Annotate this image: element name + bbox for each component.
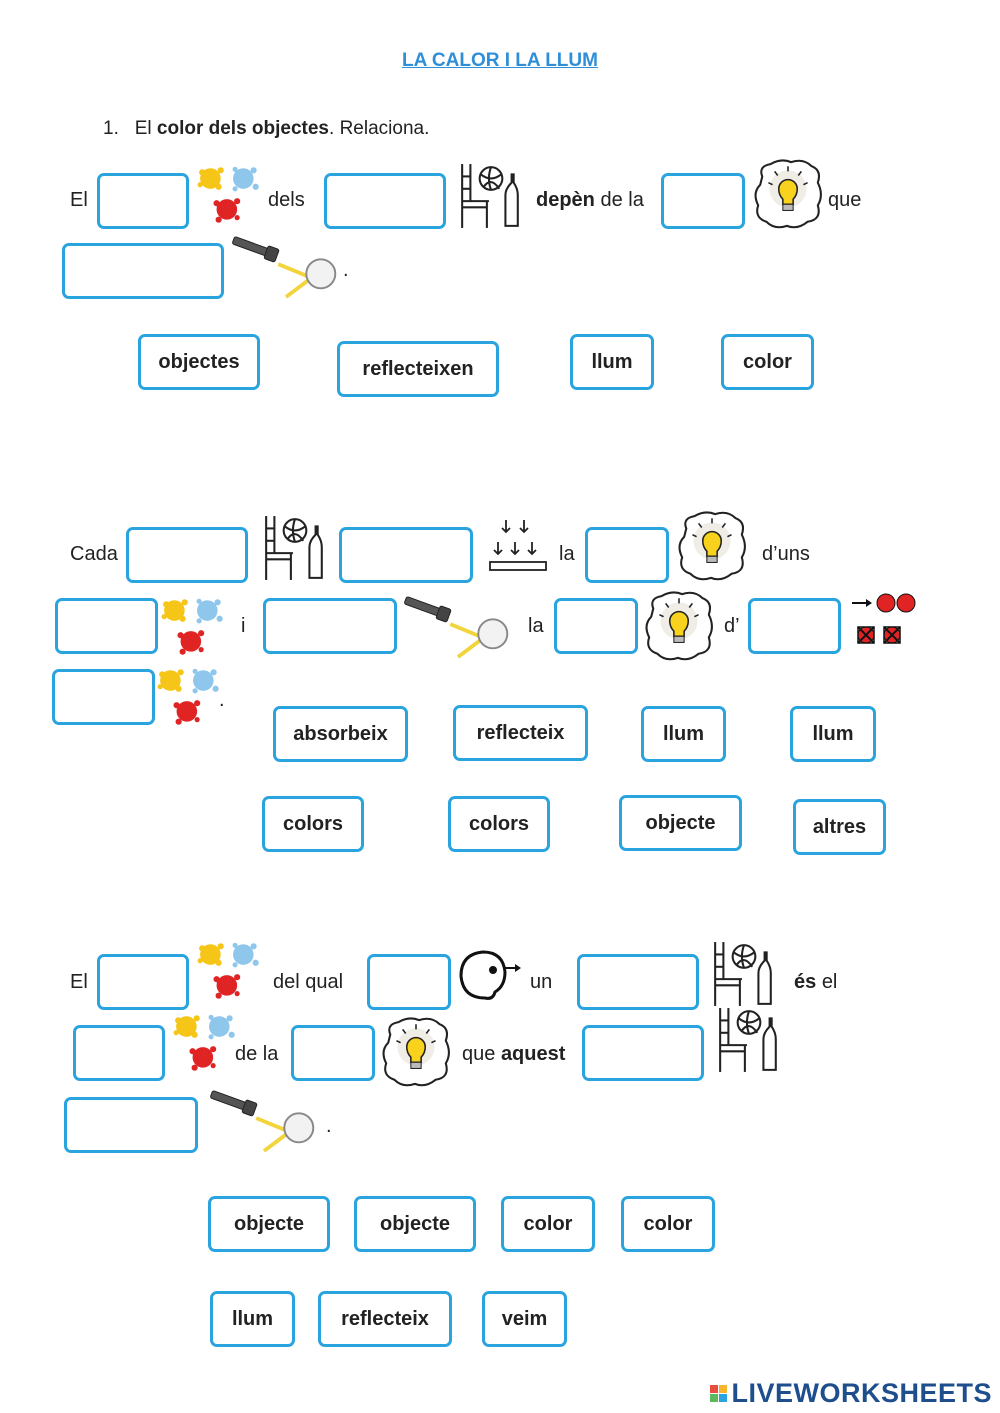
- word-cada: Cada: [70, 543, 118, 565]
- word-un: un: [530, 971, 553, 993]
- absorb-arrows-icon: [488, 518, 548, 578]
- word-es: és: [794, 971, 817, 993]
- word-chip[interactable]: reflecteixen: [337, 341, 499, 397]
- word-chip[interactable]: llum: [570, 334, 654, 390]
- objects-icon: [711, 940, 777, 1008]
- word-del-qual: del qual: [273, 971, 344, 993]
- answer-blank[interactable]: [661, 173, 745, 229]
- period: .: [326, 1115, 332, 1137]
- word-chip[interactable]: veim: [482, 1291, 567, 1347]
- sentence-text: és el: [794, 970, 837, 994]
- answer-blank[interactable]: [339, 527, 473, 583]
- word-chip[interactable]: objecte: [354, 1196, 476, 1252]
- word-de-la: de la: [235, 1043, 279, 1065]
- answer-blank[interactable]: [73, 1025, 165, 1081]
- word-chip[interactable]: color: [721, 334, 814, 390]
- answer-blank[interactable]: [585, 527, 669, 583]
- word-que: que: [828, 189, 862, 211]
- word-la: la: [559, 543, 575, 565]
- paint-splash-icon: [156, 666, 228, 728]
- instruction: 1. El color dels objectes. Relaciona.: [103, 118, 429, 140]
- word-dels: dels: [268, 189, 305, 211]
- logo-text: LIVEWORKSHEETS: [731, 1378, 992, 1408]
- paint-splash-icon: [196, 164, 268, 226]
- answer-blank[interactable]: [367, 954, 451, 1010]
- logo-mark-icon: [710, 1385, 728, 1402]
- instruction-lead: El: [134, 118, 152, 139]
- word-la: la: [528, 615, 544, 637]
- word-que: que: [462, 1043, 496, 1065]
- instruction-rest: . Relaciona.: [329, 118, 430, 139]
- eye-head-icon: [455, 946, 525, 1006]
- period: .: [343, 259, 349, 281]
- answer-blank[interactable]: [97, 954, 189, 1010]
- word-de-la: de la: [600, 189, 644, 211]
- word-chip[interactable]: reflecteix: [318, 1291, 452, 1347]
- paint-splash-icon: [196, 940, 268, 1002]
- word-el: El: [70, 971, 88, 993]
- word-i: i: [241, 615, 246, 637]
- answer-blank[interactable]: [62, 243, 224, 299]
- answer-blank[interactable]: [324, 173, 446, 229]
- word-chip[interactable]: colors: [262, 796, 364, 852]
- answer-blank[interactable]: [97, 173, 189, 229]
- flashlight-reflection-icon: [400, 596, 516, 660]
- word-el: el: [821, 971, 838, 993]
- answer-blank[interactable]: [55, 598, 158, 654]
- period: .: [219, 689, 225, 711]
- word-depen: depèn: [536, 189, 595, 211]
- answer-blank[interactable]: [577, 954, 699, 1010]
- answer-blank[interactable]: [52, 669, 155, 725]
- word-duns: d’uns: [762, 543, 810, 565]
- page-title: LA CALOR I LA LLUM: [402, 50, 598, 71]
- word-chip[interactable]: absorbeix: [273, 706, 408, 762]
- word-aquest: aquest: [500, 1043, 566, 1065]
- objects-icon: [262, 514, 328, 582]
- answer-blank[interactable]: [748, 598, 841, 654]
- answer-blank[interactable]: [291, 1025, 375, 1081]
- objects-icon: [716, 1006, 782, 1074]
- flashlight-reflection-icon: [228, 236, 344, 300]
- word-chip[interactable]: llum: [641, 706, 726, 762]
- lightbulb-icon: [676, 510, 748, 582]
- word-chip[interactable]: objecte: [619, 795, 742, 851]
- word-chip[interactable]: color: [501, 1196, 595, 1252]
- word-chip[interactable]: colors: [448, 796, 550, 852]
- lightbulb-icon: [752, 158, 824, 230]
- paint-splash-icon: [160, 596, 232, 658]
- answer-blank[interactable]: [263, 598, 397, 654]
- word-chip[interactable]: reflecteix: [453, 705, 588, 761]
- instruction-bold: color dels objectes: [156, 118, 330, 139]
- word-chip[interactable]: llum: [210, 1291, 295, 1347]
- word-chip[interactable]: altres: [793, 799, 886, 855]
- lightbulb-icon: [380, 1016, 452, 1088]
- answer-blank[interactable]: [582, 1025, 704, 1081]
- word-chip[interactable]: color: [621, 1196, 715, 1252]
- flashlight-reflection-icon: [206, 1090, 322, 1154]
- answer-blank[interactable]: [64, 1097, 198, 1153]
- liveworksheets-logo[interactable]: LIVEWORKSHEETS: [710, 1378, 992, 1409]
- word-chip[interactable]: objecte: [208, 1196, 330, 1252]
- word-el: El: [70, 189, 88, 211]
- lightbulb-icon: [643, 590, 715, 662]
- sentence-text: depèn de la: [536, 188, 644, 212]
- sentence-text: que aquest: [462, 1042, 565, 1066]
- red-balls-icon: [850, 591, 920, 651]
- instruction-number: 1.: [103, 118, 119, 139]
- answer-blank[interactable]: [126, 527, 248, 583]
- word-chip[interactable]: objectes: [138, 334, 260, 390]
- word-d: d’: [724, 615, 740, 637]
- paint-splash-icon: [172, 1012, 244, 1074]
- answer-blank[interactable]: [554, 598, 638, 654]
- word-chip[interactable]: llum: [790, 706, 876, 762]
- objects-icon: [458, 162, 524, 230]
